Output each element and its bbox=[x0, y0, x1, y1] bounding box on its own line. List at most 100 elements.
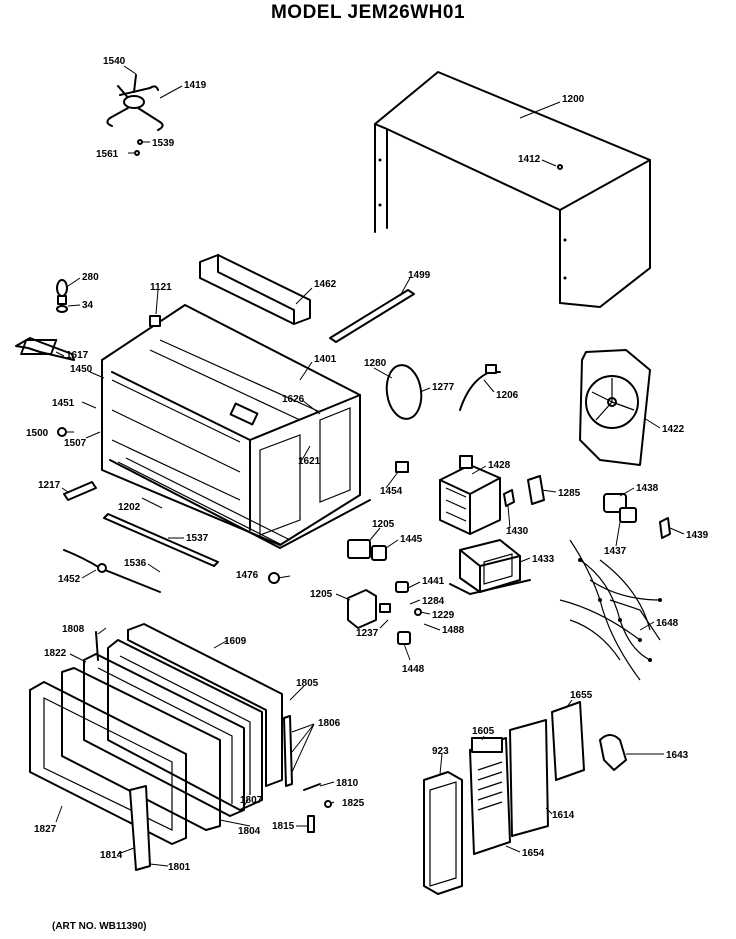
oven-cavity bbox=[20, 304, 371, 549]
seal-1806 bbox=[283, 715, 293, 787]
label-1422: 1422 bbox=[662, 424, 685, 435]
label-1804: 1804 bbox=[238, 826, 261, 837]
label-1621: 1621 bbox=[298, 456, 321, 467]
label-923: 923 bbox=[432, 746, 449, 757]
label-1536: 1536 bbox=[124, 558, 147, 569]
label-1499: 1499 bbox=[408, 270, 431, 281]
outer-case bbox=[374, 71, 651, 308]
label-1539: 1539 bbox=[152, 138, 175, 149]
switch-1445 bbox=[371, 545, 387, 561]
clip-1430 bbox=[503, 489, 515, 507]
label-1285: 1285 bbox=[558, 488, 581, 499]
thermostat-1454 bbox=[395, 461, 409, 473]
label-1229: 1229 bbox=[432, 610, 455, 621]
part-labels: 1540 1419 1539 1561 1200 1412 280 34 112… bbox=[26, 56, 709, 873]
label-1448: 1448 bbox=[402, 664, 425, 675]
clip-1439 bbox=[659, 517, 671, 539]
label-1805: 1805 bbox=[296, 678, 319, 689]
label-1206: 1206 bbox=[496, 390, 519, 401]
label-1806: 1806 bbox=[318, 718, 341, 729]
label-1507: 1507 bbox=[64, 438, 87, 449]
bracket-1217 bbox=[63, 481, 97, 501]
label-1655: 1655 bbox=[570, 690, 593, 701]
label-1626: 1626 bbox=[282, 394, 305, 405]
bracket-strip bbox=[329, 289, 415, 343]
pin-1810 bbox=[303, 783, 321, 791]
label-1280: 1280 bbox=[364, 358, 387, 369]
label-34: 34 bbox=[82, 300, 94, 311]
label-1614: 1614 bbox=[552, 810, 575, 821]
label-1827: 1827 bbox=[34, 824, 57, 835]
art-number: (ART NO. WB11390) bbox=[52, 921, 147, 932]
door-trim-1827 bbox=[29, 681, 187, 845]
blower-fan bbox=[579, 349, 651, 466]
washer-1500 bbox=[57, 427, 67, 437]
door-handle-1801 bbox=[129, 785, 151, 871]
label-1200: 1200 bbox=[562, 94, 585, 105]
magnetron bbox=[439, 455, 501, 535]
label-1462: 1462 bbox=[314, 279, 337, 290]
spring-1815 bbox=[307, 815, 315, 833]
label-1814: 1814 bbox=[100, 850, 123, 861]
label-1433: 1433 bbox=[532, 554, 555, 565]
label-1822: 1822 bbox=[44, 648, 67, 659]
leader-lines bbox=[55, 65, 685, 867]
rod-1536 bbox=[103, 513, 219, 567]
label-1617: 1617 bbox=[66, 350, 89, 361]
label-1439: 1439 bbox=[686, 530, 709, 541]
door-frame-1609 bbox=[127, 623, 283, 787]
label-1412: 1412 bbox=[518, 154, 541, 165]
transformer bbox=[449, 539, 531, 595]
label-1428: 1428 bbox=[488, 460, 511, 471]
probe-cord-1452 bbox=[63, 549, 161, 593]
label-1810: 1810 bbox=[336, 778, 359, 789]
label-1284: 1284 bbox=[422, 596, 445, 607]
switch-1205-lower bbox=[347, 589, 391, 629]
door-assembly bbox=[29, 623, 293, 871]
label-1438: 1438 bbox=[636, 483, 659, 494]
plug-1206 bbox=[485, 364, 497, 374]
latch-lever bbox=[15, 337, 75, 361]
label-1654: 1654 bbox=[522, 848, 545, 859]
label-1825: 1825 bbox=[342, 798, 365, 809]
label-1454: 1454 bbox=[380, 486, 403, 497]
cord-1206 bbox=[459, 371, 501, 411]
label-1121: 1121 bbox=[150, 282, 172, 293]
air-duct bbox=[199, 254, 311, 325]
label-1237: 1237 bbox=[356, 628, 379, 639]
choke-1822 bbox=[83, 653, 245, 817]
bracket-1285 bbox=[527, 475, 545, 505]
board-1655 bbox=[551, 701, 585, 781]
label-1815: 1815 bbox=[272, 821, 295, 832]
label-1437: 1437 bbox=[604, 546, 627, 557]
seal-1808 bbox=[95, 631, 99, 661]
label-1450: 1450 bbox=[70, 364, 93, 375]
label-1205-upper: 1205 bbox=[372, 519, 395, 530]
switch-1438 bbox=[603, 493, 637, 523]
diagram-title: MODEL JEM26WH01 bbox=[270, 2, 466, 23]
probe-jack bbox=[97, 563, 107, 573]
wire-harness bbox=[559, 539, 662, 681]
label-1488: 1488 bbox=[442, 625, 465, 636]
label-1452: 1452 bbox=[58, 574, 81, 585]
label-1648: 1648 bbox=[656, 618, 679, 629]
label-1441: 1441 bbox=[422, 576, 445, 587]
part-1448 bbox=[397, 631, 411, 645]
label-1205-lower: 1205 bbox=[310, 589, 333, 600]
label-1401: 1401 bbox=[314, 354, 337, 365]
stirrer-assembly bbox=[106, 74, 164, 156]
cover-1277 bbox=[385, 364, 423, 420]
label-1277: 1277 bbox=[432, 382, 455, 393]
foot-1476 bbox=[268, 572, 280, 584]
label-1807: 1807 bbox=[240, 795, 263, 806]
clip-1121 bbox=[149, 315, 161, 327]
panel-923 bbox=[423, 771, 463, 895]
board-1614 bbox=[509, 719, 549, 837]
door-screen-1804 bbox=[61, 667, 221, 831]
label-1808: 1808 bbox=[62, 624, 85, 635]
switch-1205-upper bbox=[347, 539, 371, 559]
label-1202: 1202 bbox=[118, 502, 141, 513]
label-1605 bbox=[471, 737, 503, 753]
label-1540: 1540 bbox=[103, 56, 126, 67]
label-1561: 1561 bbox=[96, 149, 119, 160]
